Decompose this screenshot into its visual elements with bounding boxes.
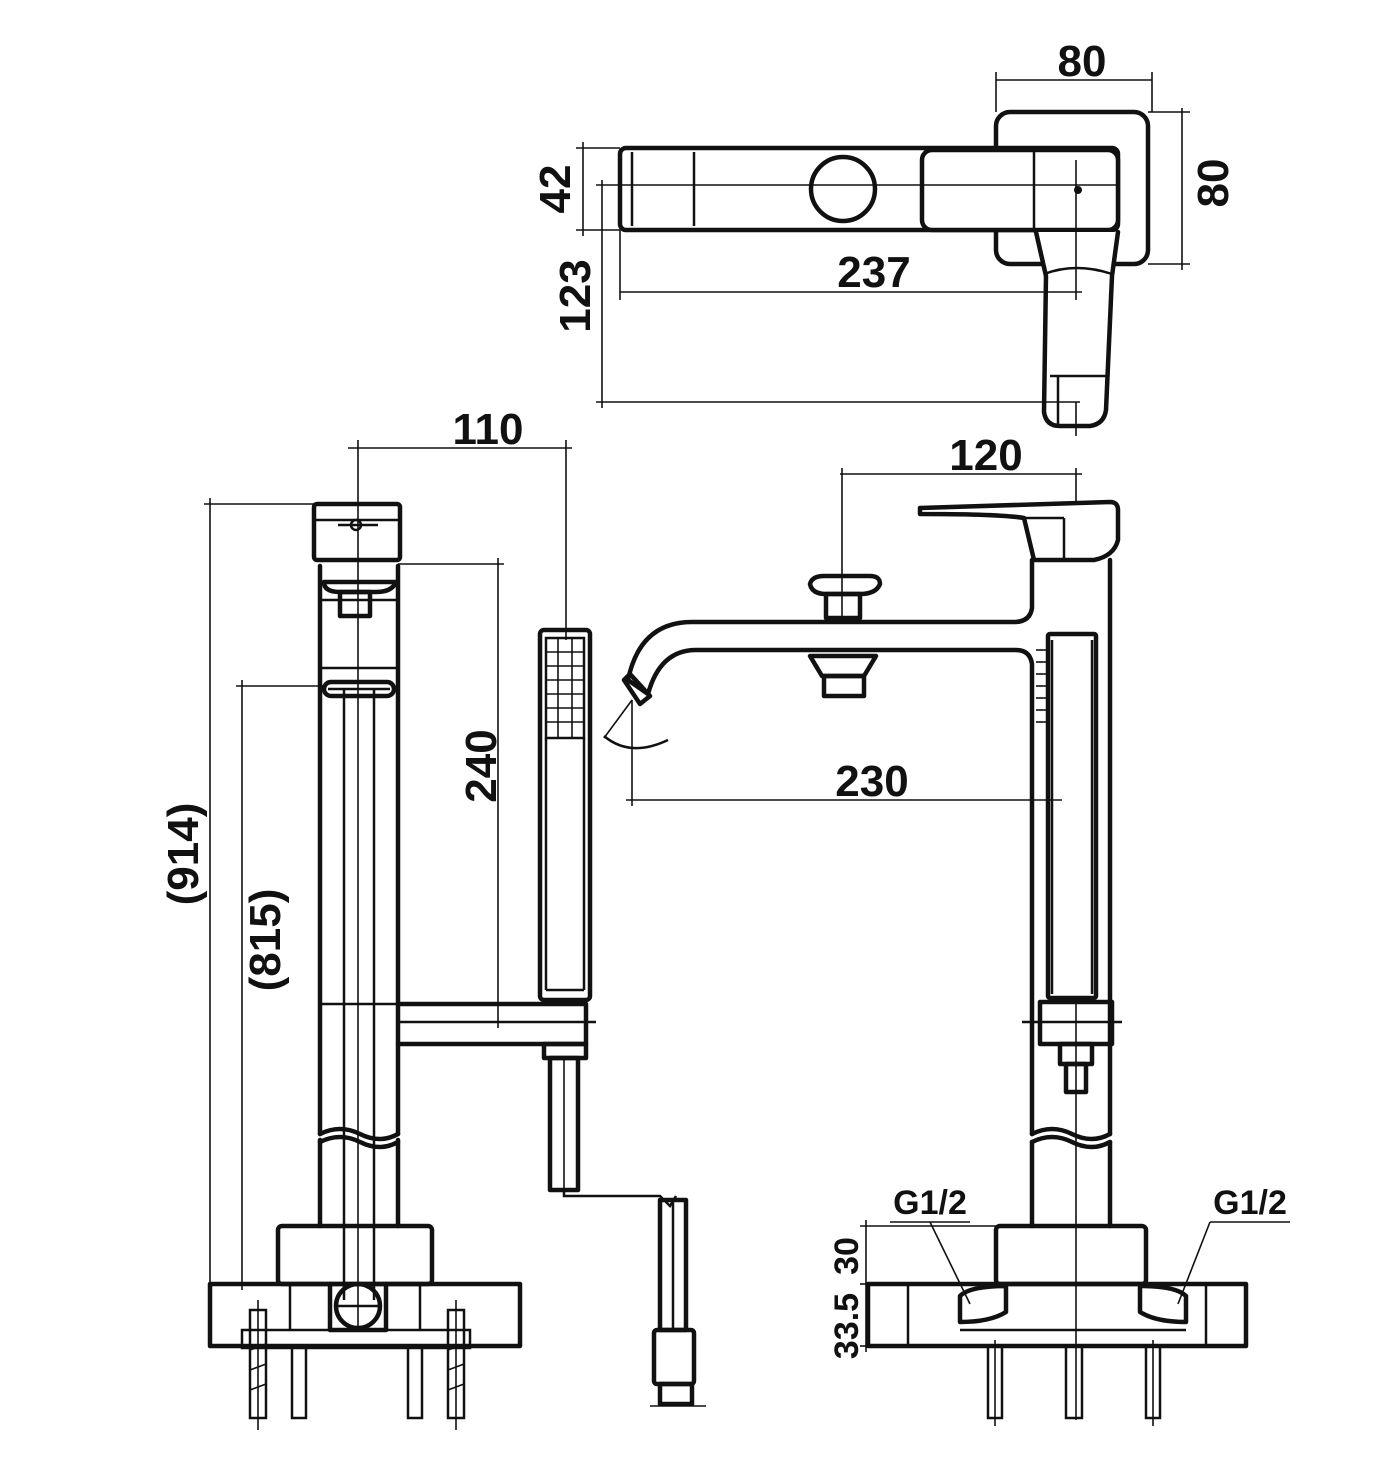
lever-handle-top <box>1033 229 1121 429</box>
dim-hand-shower-length: 240 <box>457 729 506 802</box>
inlet-label-left: G1/2 <box>893 1184 967 1222</box>
hand-shower-side <box>1045 631 1099 1001</box>
dim-spout-reach: 230 <box>835 757 908 806</box>
dim-spout-reach-top: 237 <box>837 248 910 297</box>
side-view: 120 230 30 33.5 G1/2 G1/2 <box>603 431 1290 1426</box>
dim-body-width: 42 <box>531 165 580 214</box>
dim-total-height: (914) <box>159 803 208 906</box>
top-view: 80 80 42 237 123 <box>531 37 1238 436</box>
front-view: 110 (914) (815) 240 <box>159 405 706 1430</box>
dim-base-upper: 30 <box>828 1237 866 1275</box>
dim-handle-offset: 123 <box>551 259 600 332</box>
dim-shower-offset: 110 <box>453 405 524 454</box>
diverter-knob-top <box>808 154 878 224</box>
dim-body-height: (815) <box>241 889 290 992</box>
lever-handle-side <box>917 499 1121 563</box>
dim-top-depth: 80 <box>1189 159 1238 208</box>
dim-base-lower: 33.5 <box>828 1293 866 1359</box>
inlet-label-right: G1/2 <box>1213 1184 1287 1222</box>
dim-top-width: 80 <box>1058 37 1107 86</box>
hand-shower-front <box>537 627 593 1003</box>
dim-spout-height: 120 <box>949 431 1022 480</box>
